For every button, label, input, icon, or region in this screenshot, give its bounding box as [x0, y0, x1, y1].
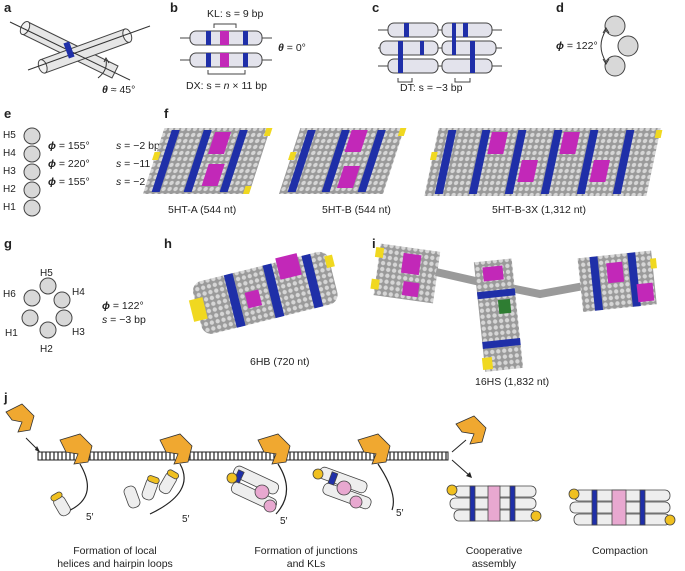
panel-b-theta: θ = 0°	[278, 42, 306, 54]
g-helix-h6: H6	[3, 289, 16, 300]
panel-b-kl-label: KL: s = 9 bp	[207, 8, 264, 20]
panel-g-s: s = −3 bp	[102, 314, 146, 326]
polymerase-icon-3	[257, 433, 291, 465]
caption-5ht-b-3x: 5HT-B-3X (1,312 nt)	[492, 204, 586, 216]
panel-e-row1-phi: ϕ = 155°	[48, 140, 90, 152]
panel-d-phi: ϕ = 122°	[556, 40, 598, 52]
polymerase-icon-2	[159, 433, 193, 465]
panel-label-i: i	[372, 236, 376, 251]
panel-e-row2-phi: ϕ = 220°	[48, 158, 90, 170]
stage-junctions: Formation of junctions and KLs	[254, 545, 358, 570]
stage-cooperative-assembly: Cooperative assembly	[465, 545, 523, 570]
polymerase-icon-4	[357, 433, 391, 465]
panel-label-h: h	[164, 236, 172, 251]
panel-label-e: e	[4, 106, 12, 121]
g-helix-h2: H2	[40, 344, 53, 355]
polymerase-icon-1	[59, 433, 93, 465]
panel-label-j: j	[4, 390, 8, 405]
g-helix-h3: H3	[72, 327, 85, 338]
g-helix-h1: H1	[5, 328, 18, 339]
stage-local-helices: Formation of local helices and hairpin l…	[57, 545, 173, 570]
panel-c-dt-label: DT: s = −3 bp	[400, 82, 463, 94]
panel-label-f: f	[164, 106, 169, 121]
panel-e-row1-s: s = −2 bp	[116, 140, 160, 152]
five-prime-3: 5′	[280, 516, 288, 527]
panel-label-d: d	[556, 0, 564, 15]
stage-compaction: Compaction	[591, 545, 649, 557]
panel-e-row3-phi: ϕ = 155°	[48, 176, 90, 188]
render-5ht-b	[278, 128, 407, 194]
polymerase-icon-end	[455, 415, 487, 445]
helix-label-h3: H3	[3, 166, 16, 177]
caption-16hs: 16HS (1,832 nt)	[475, 376, 550, 388]
caption-5ht-a: 5HT-A (544 nt)	[168, 204, 237, 216]
g-helix-h5: H5	[40, 268, 53, 279]
panel-label-g: g	[4, 236, 12, 251]
render-5ht-b-3x	[424, 128, 663, 196]
polymerase-icon-start	[5, 403, 35, 433]
panel-b-dx-label: DX: s = n × 11 bp	[186, 80, 267, 92]
render-5ht-a	[142, 128, 273, 194]
caption-5ht-b: 5HT-B (544 nt)	[322, 204, 391, 216]
helix-label-h1: H1	[3, 202, 16, 213]
five-prime-2: 5′	[182, 514, 190, 525]
panel-a-theta: θ ≈ 45°	[102, 84, 136, 96]
helix-label-h5: H5	[3, 130, 16, 141]
panel-label-b: b	[170, 0, 178, 15]
dna-template	[37, 451, 449, 461]
g-helix-h4: H4	[72, 287, 85, 298]
helix-label-h4: H4	[3, 148, 16, 159]
five-prime-4: 5′	[396, 508, 404, 519]
panel-label-c: c	[372, 0, 380, 15]
panel-label-a: a	[4, 0, 12, 15]
caption-6hb: 6HB (720 nt)	[250, 356, 310, 368]
five-prime-1: 5′	[86, 512, 94, 523]
helix-label-h2: H2	[3, 184, 16, 195]
panel-g-phi: ϕ = 122°	[102, 300, 144, 312]
